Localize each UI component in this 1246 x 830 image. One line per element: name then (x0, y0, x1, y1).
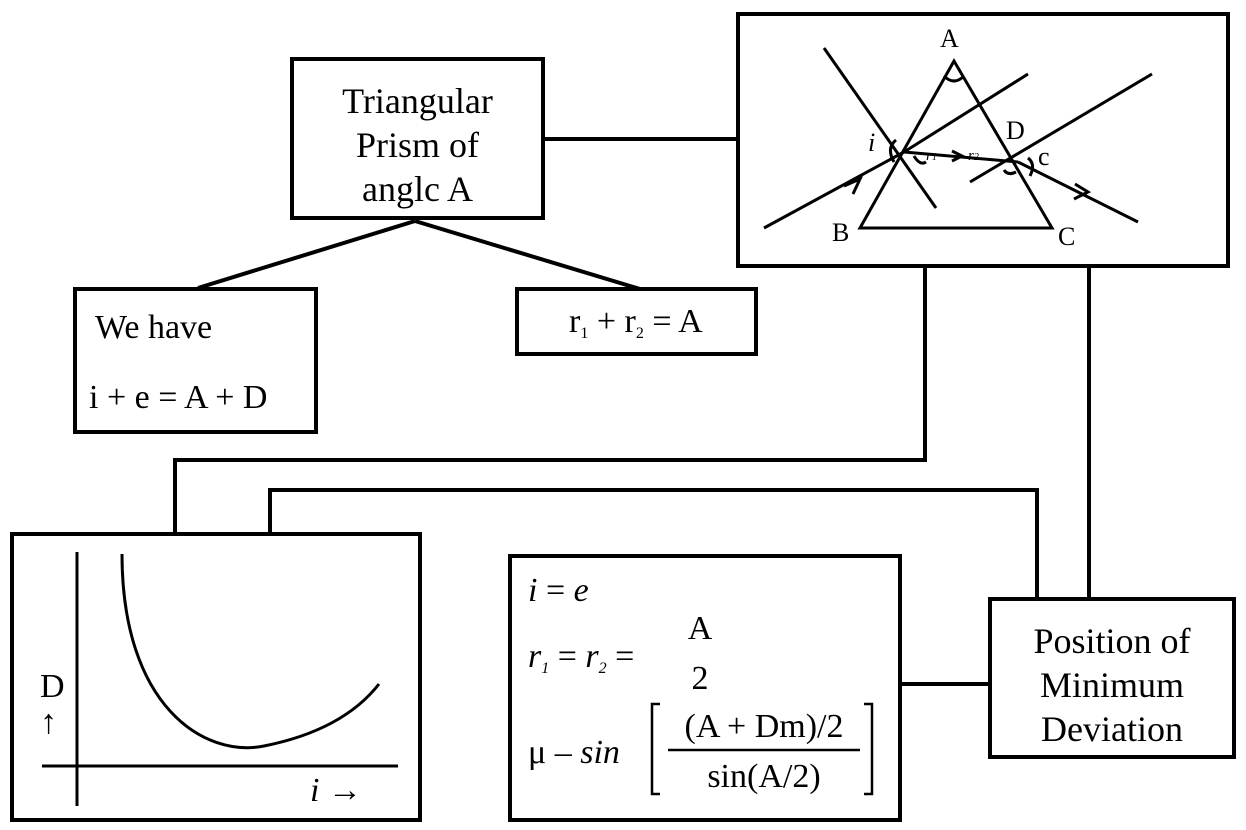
label-angle-r2: r2 (968, 148, 979, 164)
label-angle-e: c (1038, 142, 1050, 171)
formula-brackets (650, 702, 874, 796)
incident-arrow (843, 176, 864, 195)
big-denominator: sin(A/2) (707, 758, 821, 795)
connector-prism-rsum (414, 219, 641, 291)
emergent-arrow (1073, 182, 1092, 201)
angle-r2-arc (1002, 169, 1017, 176)
normal-left-ext (903, 72, 1029, 154)
fraction-denominator: 2 (691, 660, 709, 697)
r-sum-box: r1 + r2 = A (515, 287, 758, 356)
deviation-graph (42, 552, 398, 806)
right-bracket (864, 702, 874, 796)
connector-prism-have (197, 219, 416, 290)
prism-box: Triangular Prism of anglc A (290, 57, 545, 220)
label-vertex-B: B (832, 218, 850, 247)
normal-left (822, 47, 938, 209)
deviation-curve (120, 553, 381, 750)
angle-e-arc (1027, 156, 1035, 177)
prism-figure-box: A B C D i c r1 r2 (736, 12, 1230, 268)
position-box-line-2: Minimum (1039, 665, 1185, 705)
formula-box: i = e r1 = r2 = A 2 μ – sin (A + Dm)/2 s… (508, 554, 902, 822)
prism-box-line-1: Triangular (342, 81, 493, 121)
label-point-D: D (1006, 116, 1025, 145)
position-box-line-1: Position of (1033, 621, 1191, 661)
position-box-line-3: Deviation (1041, 709, 1183, 749)
graph-x-label: i → (310, 772, 362, 809)
apex-angle-arc (942, 74, 966, 83)
incident-ray (763, 150, 905, 230)
angle-i-arc (889, 138, 898, 163)
deviation-graph-box: D ↑ i → (10, 532, 422, 822)
formula-line-1: i = e (528, 572, 589, 609)
label-angle-r1: r1 (926, 148, 937, 164)
prism-ray-diagram (763, 47, 1153, 230)
have-box: We have i + e = A + D (73, 287, 318, 434)
connector-figure-graph (173, 266, 927, 534)
formula-line-2: r1 = r2 = (528, 638, 635, 677)
have-box-line-1: We have (95, 309, 213, 346)
prism-box-line-2: Prism of (355, 125, 479, 165)
position-box: Position of Minimum Deviation (988, 597, 1236, 759)
formula-mu: μ – sin (528, 734, 620, 771)
emergent-ray (1017, 160, 1139, 224)
internal-arrow (951, 149, 966, 163)
r-sum-equation: r1 + r2 = A (569, 303, 703, 342)
label-angle-i: i (868, 128, 876, 157)
graph-y-arrow: ↑ (40, 704, 57, 741)
big-numerator: (A + Dm)/2 (684, 708, 844, 745)
normal-right (969, 72, 1153, 184)
label-apex-A: A (940, 24, 959, 53)
angle-r1-arc (912, 155, 927, 165)
label-vertex-C: C (1058, 222, 1076, 251)
fraction-numerator: A (687, 610, 713, 647)
graph-y-label: D (40, 668, 65, 705)
prism-triangle (857, 57, 1055, 230)
left-bracket (650, 702, 660, 796)
connector-graph-position (268, 488, 1039, 598)
have-box-line-2: i + e = A + D (89, 379, 268, 416)
prism-box-line-3: anglc A (362, 169, 473, 209)
